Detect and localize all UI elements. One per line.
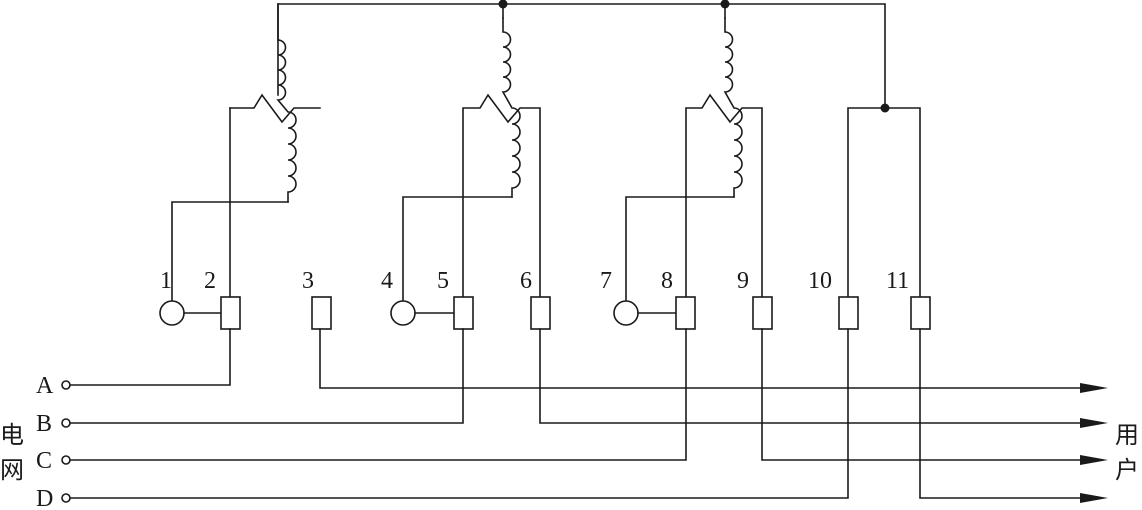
grid-label-char: 电 bbox=[0, 421, 24, 449]
grid-terminal-d bbox=[61, 493, 71, 503]
terminal-10 bbox=[838, 296, 859, 330]
user-label-char: 用 bbox=[1115, 421, 1139, 449]
voltage-bus bbox=[277, 0, 921, 306]
grid-terminal-a bbox=[61, 380, 71, 390]
line-label: C bbox=[36, 448, 52, 474]
meter-element-phase-b bbox=[402, 17, 541, 301]
terminal-8 bbox=[675, 296, 696, 330]
line-label: D bbox=[36, 486, 53, 510]
line-label: B bbox=[36, 411, 52, 437]
arrow-icon bbox=[1080, 455, 1108, 465]
grid-terminal-c bbox=[61, 455, 71, 465]
terminal-11 bbox=[910, 296, 931, 330]
voltage-coil bbox=[276, 39, 297, 203]
terminal-1 bbox=[159, 300, 185, 326]
terminal-labels: 1 2 3 4 5 6 7 8 9 10 11 bbox=[160, 268, 909, 294]
terminal-label: 4 bbox=[381, 268, 393, 294]
terminal-2 bbox=[220, 296, 241, 330]
arrow-icon bbox=[1080, 418, 1108, 428]
terminal-label: 3 bbox=[302, 268, 314, 294]
meter-element-phase-c bbox=[625, 17, 763, 301]
terminal-6 bbox=[530, 296, 551, 330]
junction-dot bbox=[880, 103, 890, 113]
terminal-label: 7 bbox=[600, 268, 612, 294]
terminal-label: 2 bbox=[204, 268, 216, 294]
junction-dot bbox=[720, 0, 730, 9]
terminal-label: 9 bbox=[737, 268, 749, 294]
terminal-7 bbox=[613, 300, 639, 326]
terminal-3 bbox=[311, 296, 332, 330]
terminal-label: 5 bbox=[437, 268, 449, 294]
terminal-label: 11 bbox=[886, 268, 909, 294]
grid-terminal-b bbox=[61, 418, 71, 428]
user-label-char: 户 bbox=[1115, 456, 1139, 484]
arrow-icon bbox=[1080, 383, 1108, 393]
terminal-9 bbox=[752, 296, 773, 330]
grid-line-labels: A B C D bbox=[36, 373, 54, 510]
meter-element-phase-a bbox=[171, 3, 321, 301]
terminal-label: 1 bbox=[160, 268, 172, 294]
terminal-4 bbox=[390, 300, 416, 326]
voltage-coil bbox=[501, 17, 521, 198]
terminal-5 bbox=[453, 296, 474, 330]
terminal-block bbox=[159, 296, 931, 330]
terminal-label: 6 bbox=[520, 268, 532, 294]
user-output-wires bbox=[319, 328, 1108, 503]
grid-label-char: 网 bbox=[0, 456, 24, 484]
junction-dot bbox=[498, 0, 508, 9]
arrow-icon bbox=[1080, 493, 1108, 503]
line-label: A bbox=[36, 373, 54, 399]
grid-input-wires bbox=[61, 328, 849, 503]
terminal-label: 8 bbox=[661, 268, 673, 294]
voltage-coil bbox=[723, 17, 743, 198]
terminal-label: 10 bbox=[808, 268, 832, 294]
